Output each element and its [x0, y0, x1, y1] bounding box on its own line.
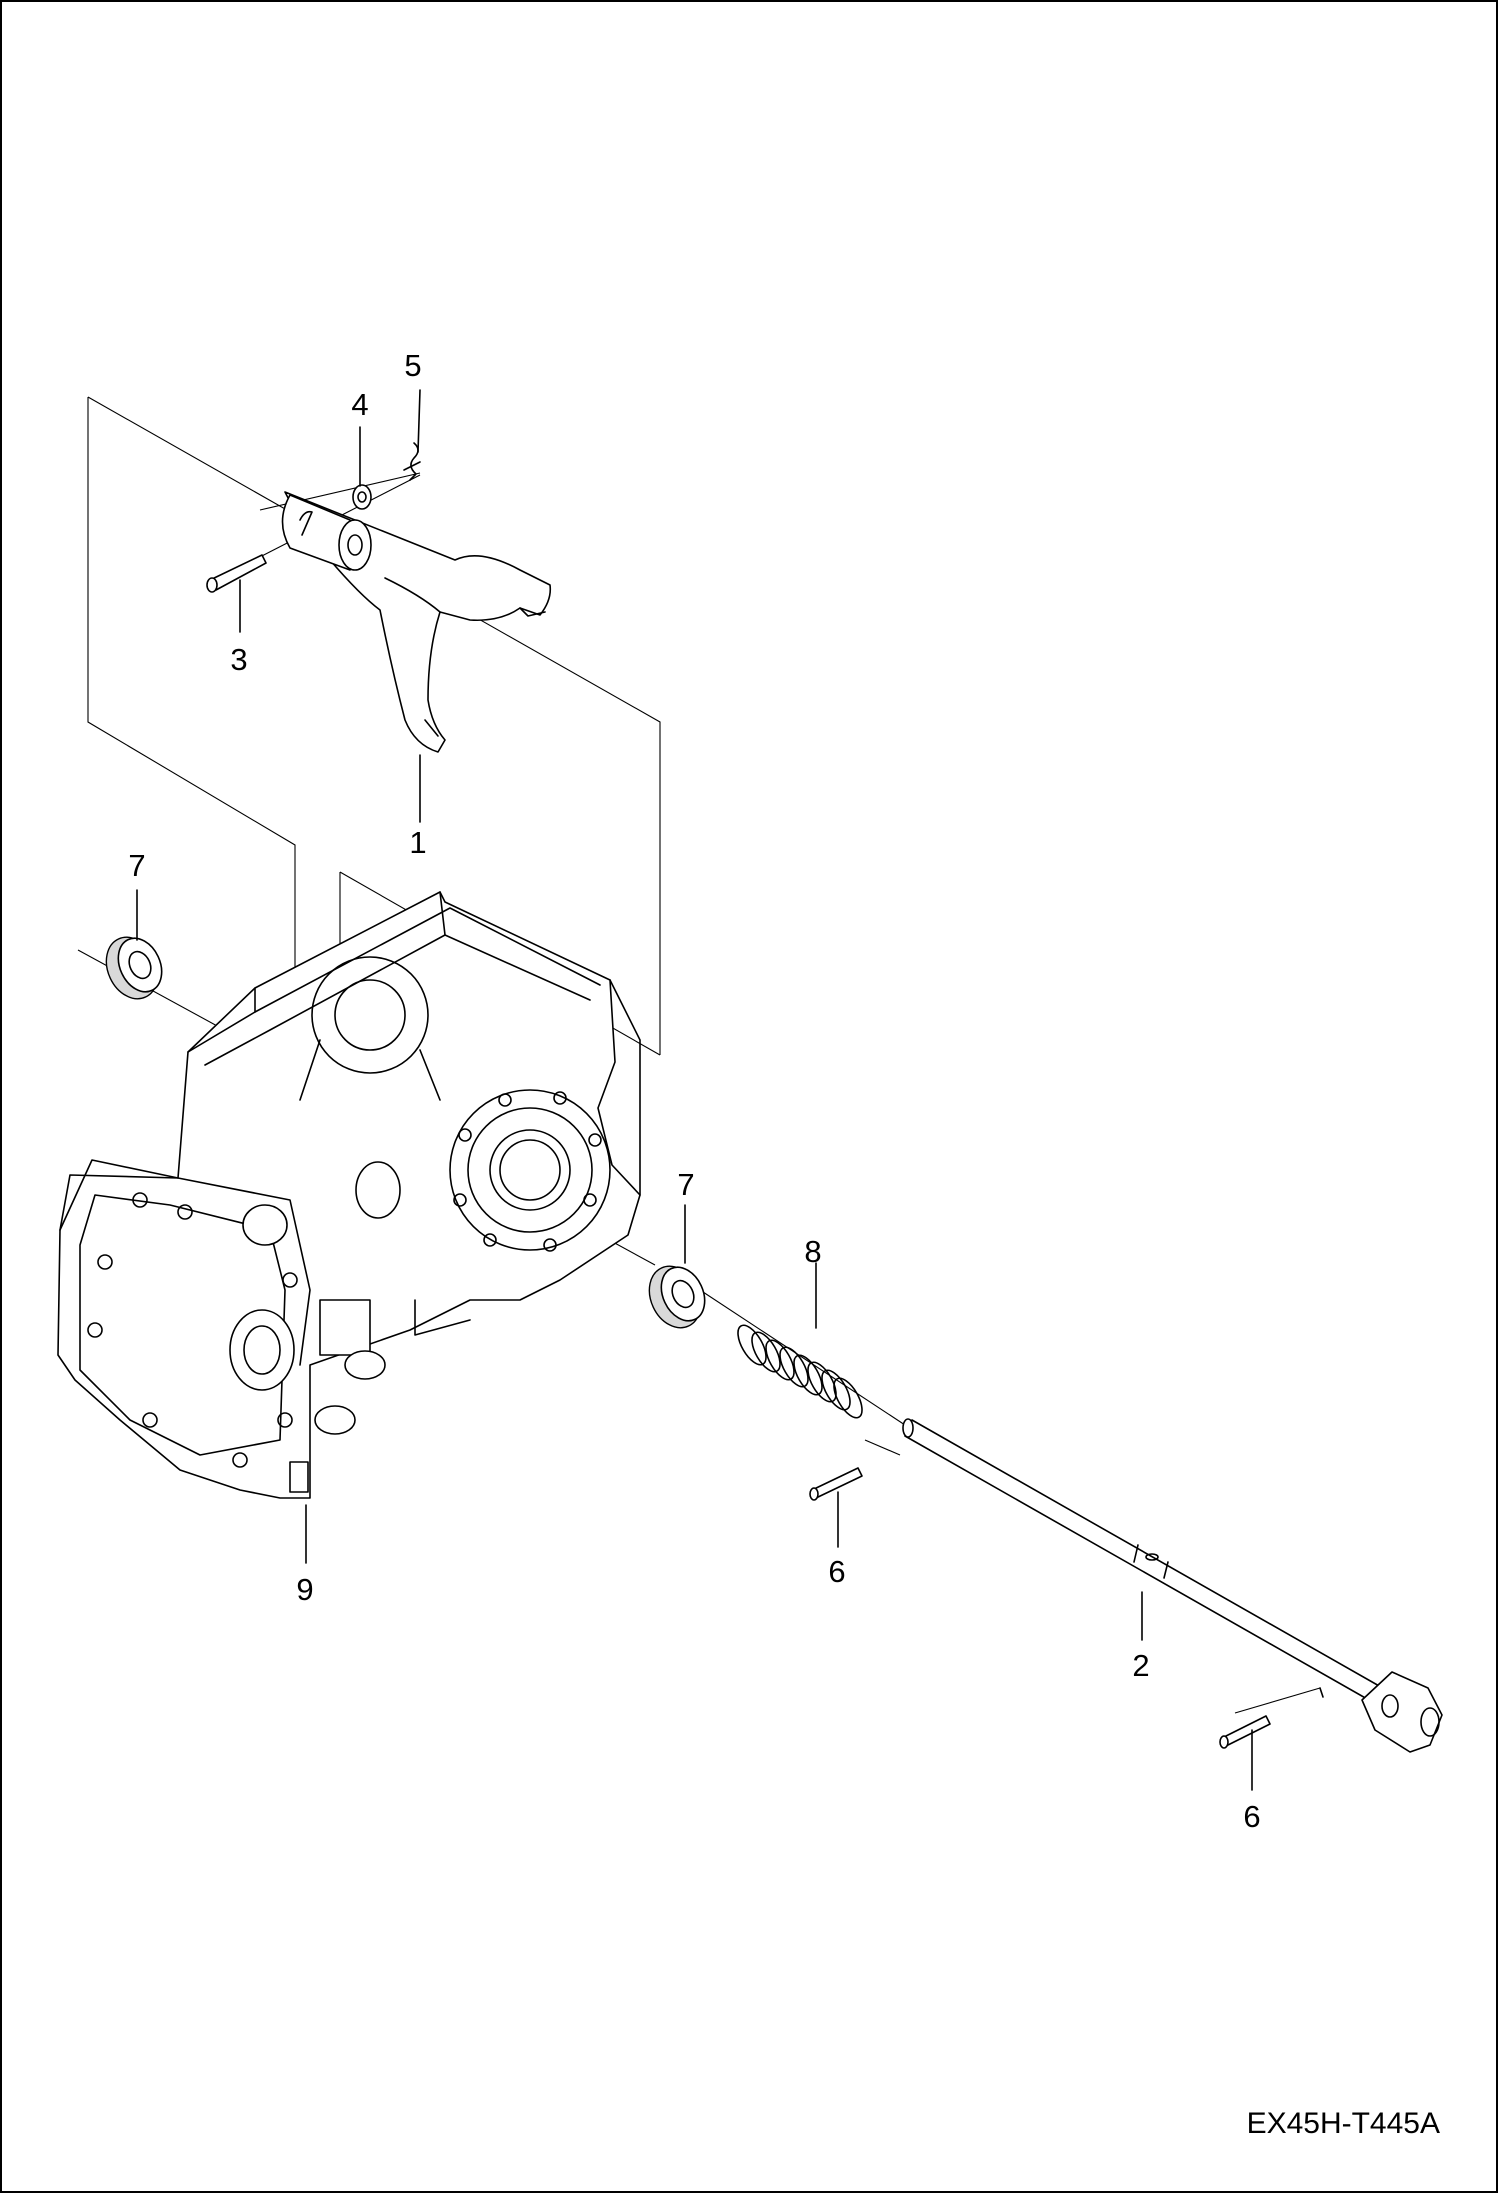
callout-4: 4: [351, 387, 368, 422]
callouts: 1 2 3 4 5 6 6 7 7 8 9: [128, 348, 1260, 1834]
callout-5: 5: [404, 348, 421, 383]
oil-seal-upper: [105, 936, 163, 1000]
callout-1: 1: [409, 825, 426, 860]
callout-7-lower: 7: [677, 1167, 694, 1202]
shift-fork: [281, 491, 552, 753]
spring-pin-lower: [1219, 1715, 1271, 1749]
callout-6-lower: 6: [1243, 1799, 1260, 1834]
callout-3: 3: [230, 642, 247, 677]
leader-lines: [136, 389, 1253, 1791]
fork-pin: [206, 554, 267, 593]
callout-9: 9: [296, 1572, 313, 1607]
transmission-case: [57, 891, 641, 1499]
washer: [352, 484, 372, 510]
shift-rod: [902, 1418, 1443, 1753]
callout-6-upper: 6: [828, 1554, 845, 1589]
spring-pin-upper: [809, 1467, 863, 1501]
compression-spring: [737, 1324, 863, 1419]
callout-7-upper: 7: [128, 848, 145, 883]
drawing-code: EX45H-T445A: [1246, 2107, 1440, 2140]
oil-seal-lower: [648, 1265, 706, 1329]
callout-2: 2: [1132, 1648, 1149, 1683]
callout-8: 8: [804, 1234, 821, 1269]
